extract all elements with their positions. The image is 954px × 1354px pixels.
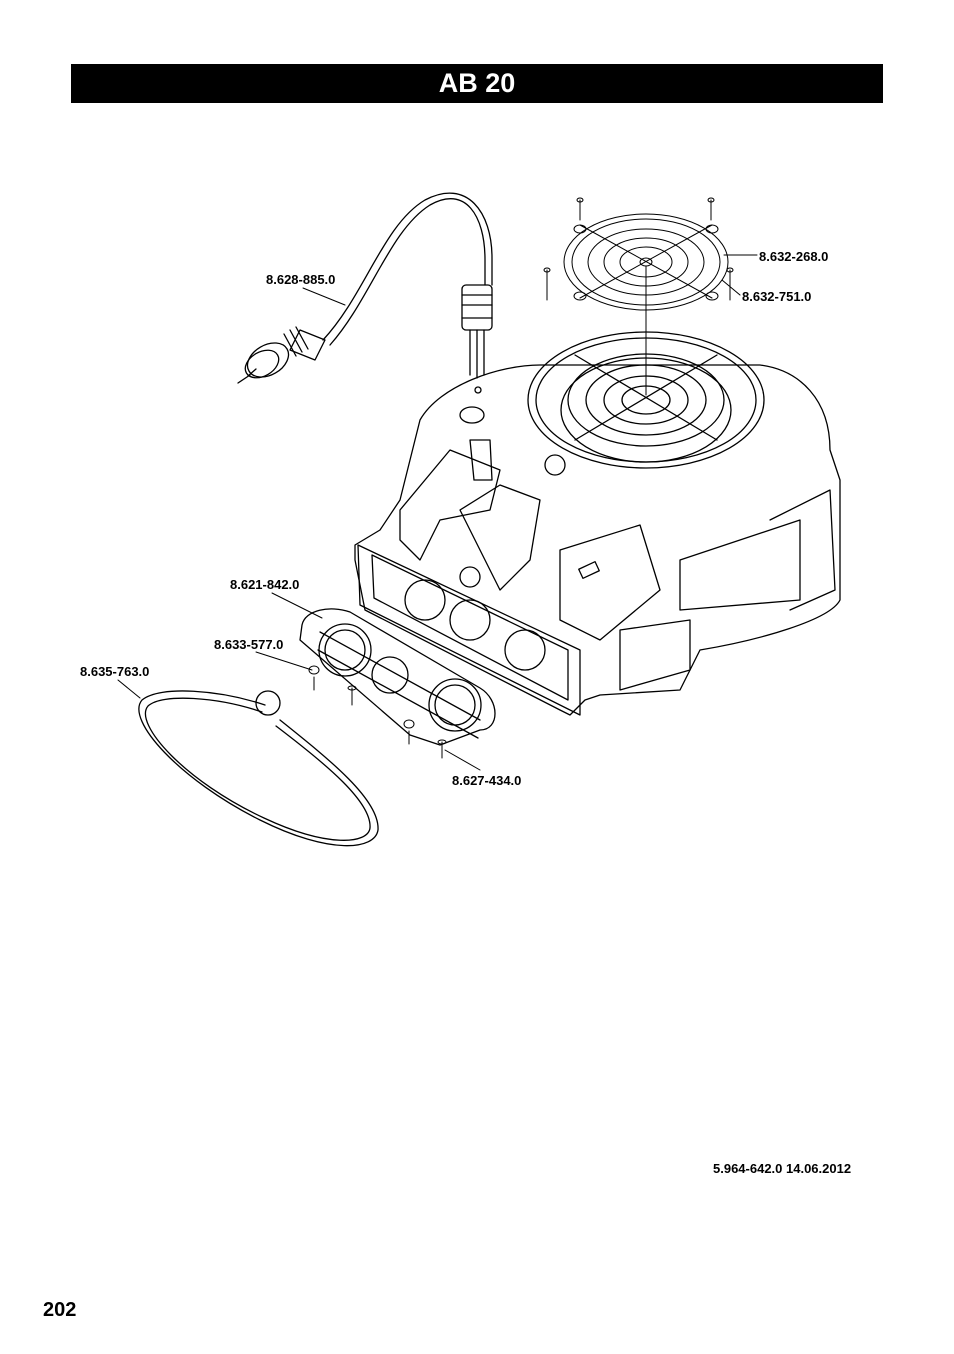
part-label-power-cord: 8.628-885.0 xyxy=(266,272,336,287)
document-code: 5.964-642.0 14.06.2012 xyxy=(713,1161,852,1176)
part-label-guard-screw: 8.632-751.0 xyxy=(742,289,812,304)
grille-fasteners-drawing xyxy=(308,665,447,759)
guard-screws-drawing xyxy=(543,197,734,301)
part-label-fan-guard: 8.632-268.0 xyxy=(759,249,829,264)
fan-guard-drawing xyxy=(563,213,729,396)
blower-housing-drawing xyxy=(354,331,841,716)
part-label-grille-screw: 8.627-434.0 xyxy=(452,773,522,788)
page-title: AB 20 xyxy=(71,64,883,103)
page-number: 202 xyxy=(43,1299,77,1321)
leader-lines xyxy=(117,254,758,771)
part-label-cord-strap: 8.635-763.0 xyxy=(80,664,150,679)
cord-strap-drawing xyxy=(138,690,379,847)
part-label-front-grille: 8.621-842.0 xyxy=(230,577,300,592)
front-grille-drawing xyxy=(299,608,496,746)
power-cord-drawing xyxy=(237,192,493,394)
part-label-grille-nut: 8.633-577.0 xyxy=(214,637,284,652)
